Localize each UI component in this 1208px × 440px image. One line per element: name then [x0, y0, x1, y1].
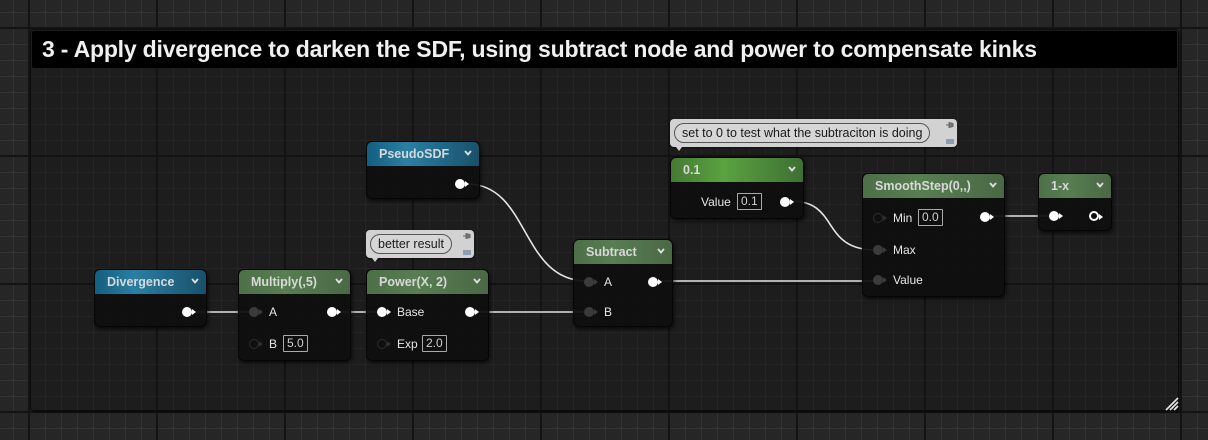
- node-title: SmoothStep(0,,): [875, 179, 971, 193]
- resize-grip-icon[interactable]: [1163, 395, 1179, 411]
- node-title: PseudoSDF: [379, 147, 450, 161]
- node-title: Multiply(,5): [251, 275, 317, 289]
- pin-label-max: Max: [893, 243, 916, 257]
- pin-label-b: B: [269, 337, 278, 351]
- node-constant[interactable]: 0.1 Value 0.1: [670, 157, 804, 219]
- pin-label-a: A: [604, 275, 613, 289]
- node-header[interactable]: PseudoSDF: [367, 142, 479, 166]
- node-header[interactable]: Divergence: [95, 270, 206, 294]
- value-field[interactable]: 0.1: [737, 193, 762, 210]
- chevron-down-icon[interactable]: [1096, 181, 1104, 189]
- b-value-field[interactable]: 5.0: [283, 335, 308, 352]
- comment-bubble-power[interactable]: better result: [366, 230, 474, 262]
- pin-label-base: Base: [397, 305, 425, 319]
- pin-icon[interactable]: [463, 233, 471, 239]
- input-pin[interactable]: [1049, 211, 1063, 221]
- exp-value-field[interactable]: 2.0: [422, 335, 447, 352]
- node-divergence[interactable]: Divergence: [94, 269, 207, 327]
- input-pin-base[interactable]: [377, 307, 391, 317]
- bubble-tail: [372, 258, 378, 262]
- input-pin-exp[interactable]: [377, 339, 391, 349]
- output-pin[interactable]: [780, 197, 794, 207]
- input-pin-b[interactable]: [584, 307, 598, 317]
- comment-text: better result: [370, 234, 453, 254]
- pin-label-a: A: [269, 305, 278, 319]
- min-value-field[interactable]: 0.0: [918, 209, 943, 226]
- pin-label-min: Min: [893, 211, 913, 225]
- node-header[interactable]: Power(X, 2): [367, 270, 488, 294]
- chevron-down-icon[interactable]: [335, 277, 343, 285]
- output-pin[interactable]: [455, 179, 469, 189]
- node-header[interactable]: Multiply(,5): [239, 270, 350, 294]
- input-pin-a[interactable]: [584, 277, 598, 287]
- node-header[interactable]: 1-x: [1039, 174, 1111, 198]
- node-header[interactable]: SmoothStep(0,,): [863, 174, 1004, 198]
- pin-label-value: Value: [701, 195, 731, 209]
- chevron-down-icon[interactable]: [464, 149, 472, 157]
- node-pseudosdf[interactable]: PseudoSDF: [366, 141, 480, 199]
- output-pin[interactable]: [648, 277, 662, 287]
- chevron-down-icon[interactable]: [657, 247, 665, 255]
- node-title: 0.1: [683, 163, 701, 177]
- pin-label-b: B: [604, 305, 613, 319]
- node-header[interactable]: Subtract: [574, 240, 672, 264]
- node-subtract[interactable]: Subtract A B: [573, 239, 673, 327]
- node-power[interactable]: Power(X, 2) Base Exp 2.0: [366, 269, 489, 361]
- pin-label-exp: Exp: [397, 337, 418, 351]
- output-pin[interactable]: [1089, 211, 1103, 221]
- comment-box[interactable]: [31, 30, 1178, 410]
- input-pin-b[interactable]: [249, 339, 263, 349]
- input-pin-min[interactable]: [873, 213, 887, 223]
- node-title: Subtract: [586, 245, 637, 259]
- node-title: Divergence: [107, 275, 175, 289]
- node-title: 1-x: [1051, 179, 1070, 193]
- pin-icon[interactable]: [946, 122, 954, 128]
- comment-text: set to 0 to test what the subtraciton is…: [674, 123, 931, 143]
- output-pin[interactable]: [182, 307, 196, 317]
- node-header[interactable]: 0.1: [671, 158, 803, 182]
- ellipsis-icon[interactable]: [946, 139, 954, 144]
- chevron-down-icon[interactable]: [788, 165, 796, 173]
- comment-title[interactable]: 3 - Apply divergence to darken the SDF, …: [32, 31, 1177, 68]
- chevron-down-icon[interactable]: [473, 277, 481, 285]
- input-pin-max[interactable]: [873, 245, 887, 255]
- comment-bubble-constant[interactable]: set to 0 to test what the subtraciton is…: [670, 119, 957, 151]
- chevron-down-icon[interactable]: [989, 181, 997, 189]
- node-multiply[interactable]: Multiply(,5) A B 5.0: [238, 269, 351, 361]
- pin-label-value: Value: [893, 273, 923, 287]
- output-pin[interactable]: [980, 212, 994, 222]
- node-one-minus[interactable]: 1-x: [1038, 173, 1112, 231]
- bubble-tail: [676, 147, 682, 151]
- input-pin-a[interactable]: [249, 307, 263, 317]
- node-title: Power(X, 2): [379, 275, 448, 289]
- output-pin[interactable]: [327, 307, 341, 317]
- input-pin-value[interactable]: [873, 275, 887, 285]
- node-smoothstep[interactable]: SmoothStep(0,,) Min 0.0 Max Value: [862, 173, 1005, 297]
- chevron-down-icon[interactable]: [191, 277, 199, 285]
- output-pin[interactable]: [465, 307, 479, 317]
- ellipsis-icon[interactable]: [463, 250, 471, 255]
